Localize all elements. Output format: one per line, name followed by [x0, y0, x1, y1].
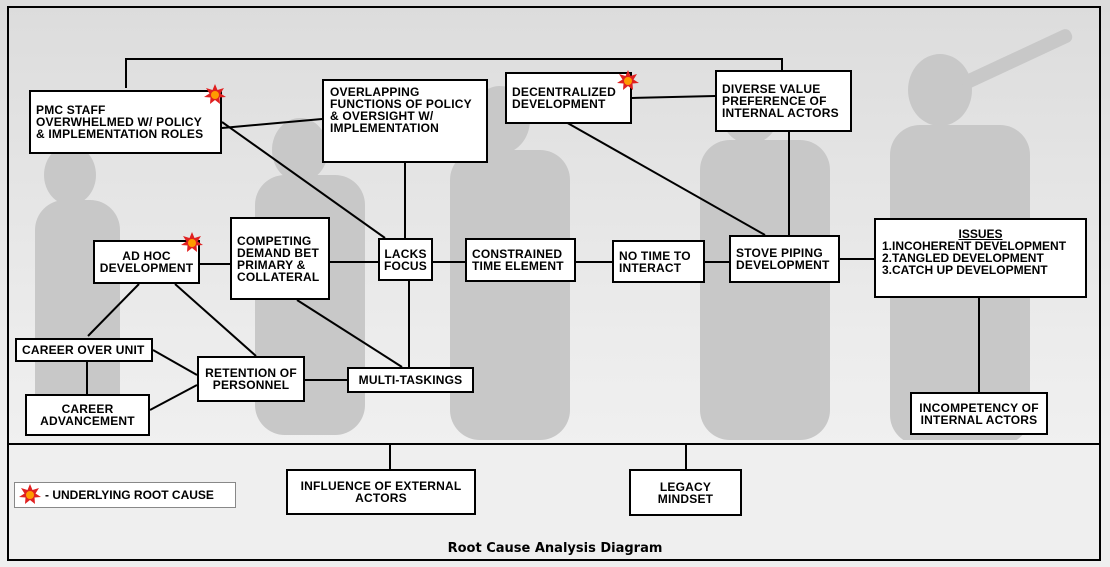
outer-frame [7, 6, 1101, 561]
node-ad-hoc-development: AD HOC DEVELOPMENT [93, 240, 200, 284]
node-no-time-to-interact: NO TIME TO INTERACT [612, 240, 705, 283]
connector-competing-multitask [296, 299, 403, 368]
node-incompetency-internal-actors: INCOMPETENCY OF INTERNAL ACTORS [910, 392, 1048, 435]
node-stove-piping-development: STOVE PIPING DEVELOPMENT [729, 235, 840, 283]
connector-pmc-diverse [125, 58, 783, 88]
root-cause-star-icon [204, 84, 226, 104]
legend: - UNDERLYING ROOT CAUSE [14, 482, 236, 508]
node-competing-demand: COMPETING DEMAND BET PRIMARY & COLLATERA… [230, 217, 330, 300]
connector-adhoc-retention [174, 283, 257, 357]
node-constrained-time-element: CONSTRAINED TIME ELEMENT [465, 238, 576, 282]
node-career-advancement: CAREER ADVANCEMENT [25, 394, 150, 436]
connector-decentralized-diverse [631, 95, 716, 99]
node-retention-of-personnel: RETENTION OF PERSONNEL [197, 356, 305, 402]
root-cause-star-icon [617, 70, 639, 90]
root-cause-star-icon [19, 484, 41, 504]
node-pmc-staff: PMC STAFF OVERWHELMED W/ POLICY & IMPLEM… [29, 90, 222, 154]
node-issues: ISSUES 1.INCOHERENT DEVELOPMENT 2.TANGLE… [874, 218, 1087, 298]
diagram-caption: Root Cause Analysis Diagram [447, 541, 663, 556]
node-multi-taskings: MULTI-TASKINGS [347, 367, 474, 393]
connector-careerunit-retention [152, 349, 198, 376]
legend-label: - UNDERLYING ROOT CAUSE [45, 488, 214, 502]
connector-adhoc-career-unit [87, 283, 140, 337]
connector-pmc-overlapping [221, 118, 323, 129]
connector-decentralized-stove [563, 120, 766, 236]
issues-item: 3.CATCH UP DEVELOPMENT [882, 263, 1048, 277]
issues-title: ISSUES [958, 227, 1003, 241]
node-overlapping-functions: OVERLAPPING FUNCTIONS OF POLICY & OVERSI… [322, 79, 488, 163]
node-legacy-mindset: LEGACY MINDSET [629, 469, 742, 516]
connector-advancement-retention [149, 384, 198, 411]
issues-item: 1.INCOHERENT DEVELOPMENT [882, 239, 1067, 253]
issues-item: 2.TANGLED DEVELOPMENT [882, 251, 1044, 265]
connector-pmc-lacks [221, 121, 386, 239]
node-influence-external-actors: INFLUENCE OF EXTERNAL ACTORS [286, 469, 476, 515]
issues-list: 1.INCOHERENT DEVELOPMENT 2.TANGLED DEVEL… [876, 240, 1085, 276]
root-cause-star-icon [181, 232, 203, 252]
node-diverse-value-preference: DIVERSE VALUE PREFERENCE OF INTERNAL ACT… [715, 70, 852, 132]
node-career-over-unit: CAREER OVER UNIT [15, 338, 153, 362]
node-decentralized-development: DECENTRALIZED DEVELOPMENT [505, 72, 632, 124]
node-lacks-focus: LACKS FOCUS [378, 238, 433, 281]
